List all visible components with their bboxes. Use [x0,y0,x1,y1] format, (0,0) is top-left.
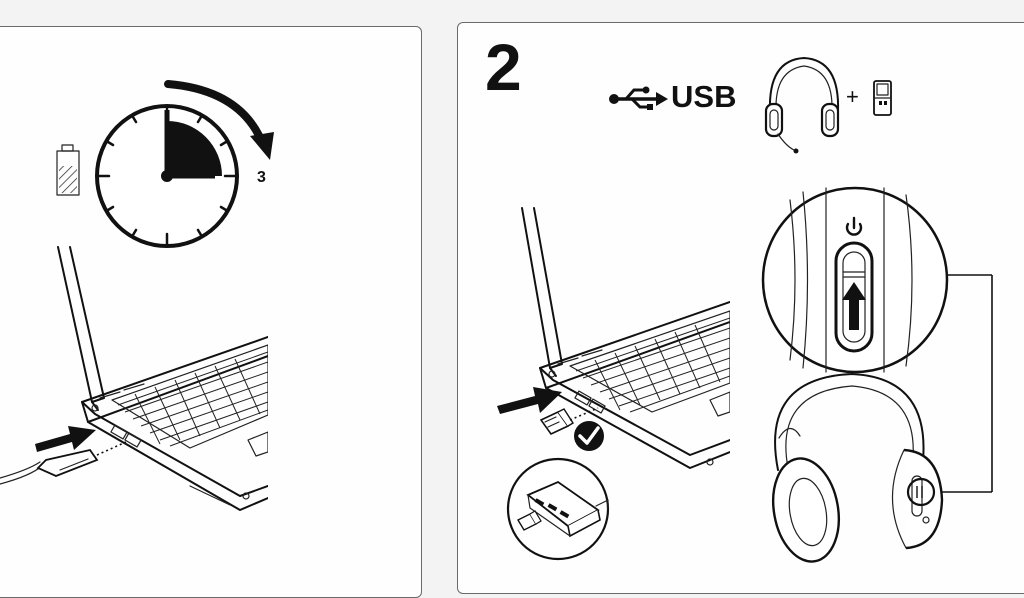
usb-label: USB [671,79,737,114]
usb-receiver-icon [873,80,892,116]
power-switch-inset [761,186,993,493]
insert-arrow [35,426,96,452]
usb-receiver-plug [539,407,599,436]
plus-sign: + [846,84,859,109]
insert-arrow [497,387,562,414]
checkmark-icon [574,421,604,451]
headset-icon [764,57,840,154]
battery-charging-icon [56,144,80,196]
clock-minutes-label: 3 [257,169,266,186]
laptop-icon [57,246,268,511]
clock-icon [95,80,274,248]
usb-hub-icon [506,457,610,561]
usb-icon [609,86,668,110]
power-icon [845,216,863,236]
arrow-up-icon [842,282,866,330]
step-number: 2 [485,30,522,104]
usb-cable-icon [0,441,127,485]
laptop-icon [521,207,730,469]
headset-icon [772,373,944,563]
